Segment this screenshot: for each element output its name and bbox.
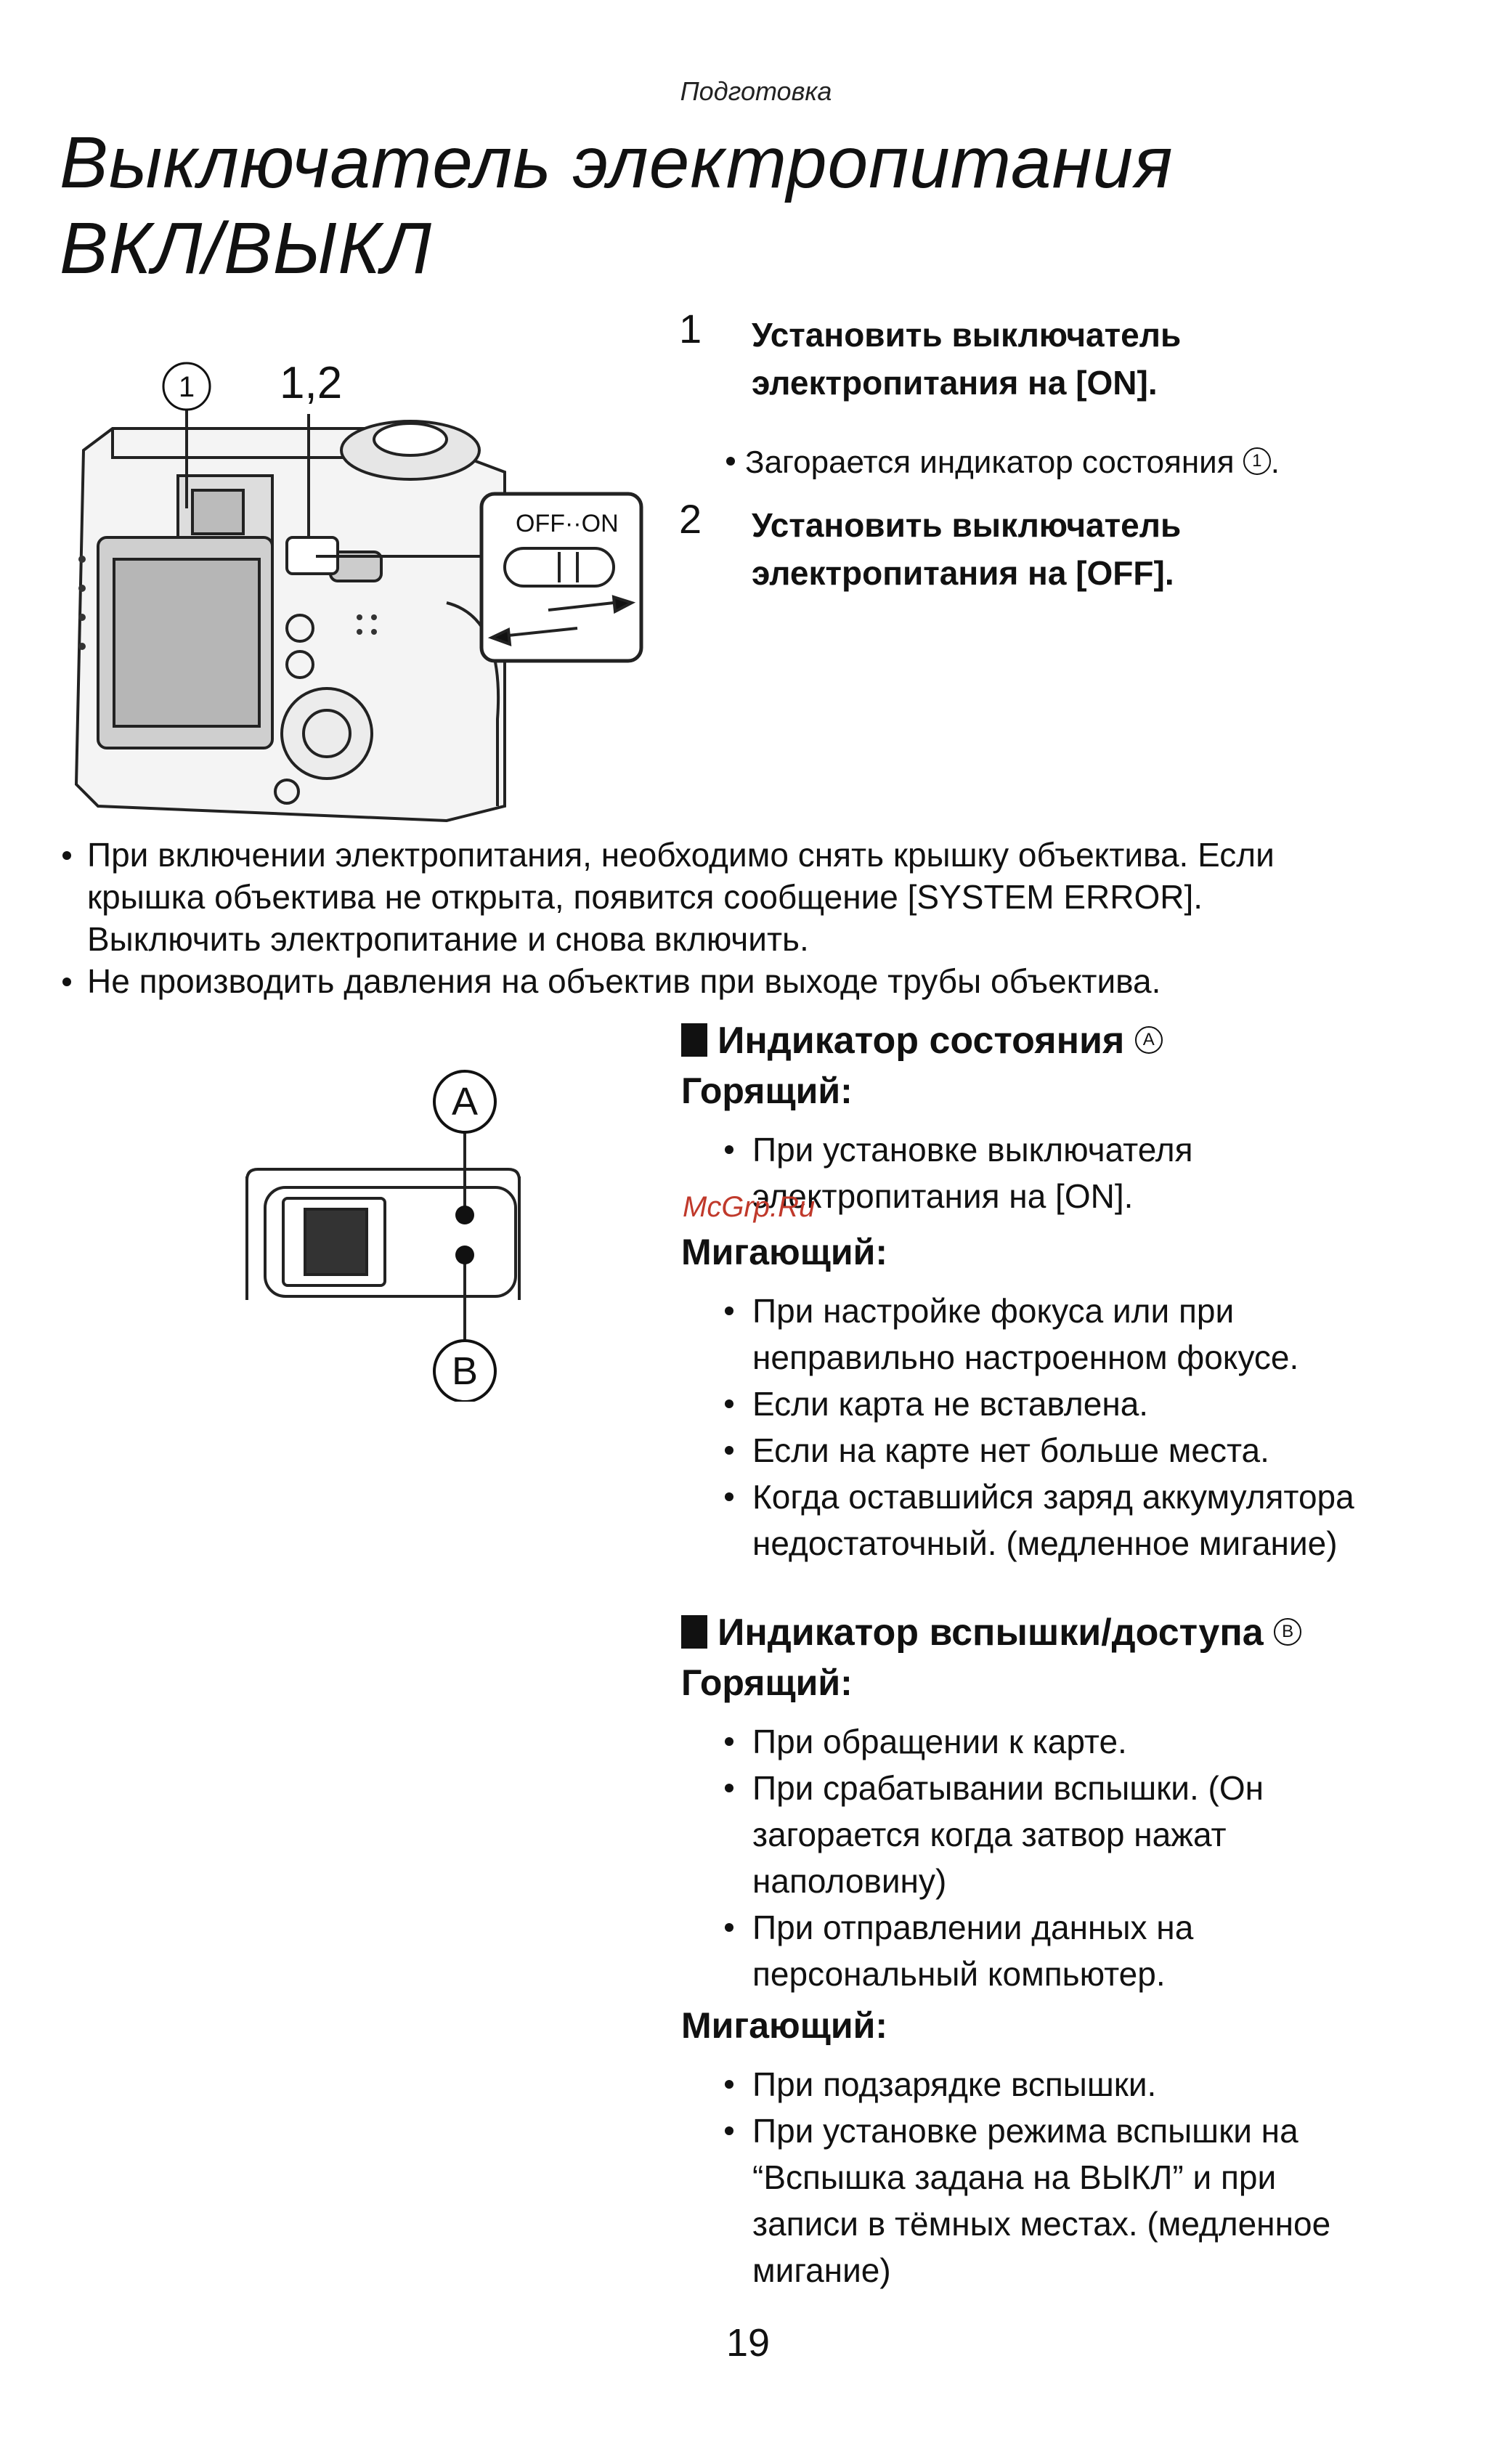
list-item: Если карта не вставлена. [725, 1381, 1480, 1427]
watermark: McGrp.Ru [683, 1191, 816, 1223]
list-item: При подзарядке вспышки. [725, 2061, 1480, 2108]
status-lit-heading: Горящий: [681, 1070, 853, 1111]
flash-lit-list: При обращении к карте. При срабатывании … [725, 1718, 1480, 1997]
note-2-line-1: Не производить давления на объектив при … [87, 962, 1161, 1000]
step-1-number: 1 [679, 306, 702, 352]
section-marker-icon [681, 1023, 707, 1057]
step-2-number: 2 [679, 496, 702, 542]
list-item: Если на карте нет больше места. [725, 1427, 1480, 1474]
camera-illustration: 1 1,2 OFF··ON [74, 358, 643, 823]
title-line-2: ВКЛ/ВЫКЛ [60, 208, 432, 289]
page-number: 19 [726, 2321, 771, 2365]
note-1-line-3: Выключить электропитание и снова включит… [87, 920, 809, 958]
marker-b-icon: B [1274, 1618, 1302, 1646]
title-line-1: Выключатель электропитания [60, 122, 1174, 203]
running-header: Подготовка [680, 76, 832, 106]
note-1: При включении электропитания, необходимо… [60, 834, 1483, 960]
step-2-line-2: электропитания на [OFF]. [752, 554, 1174, 592]
section-flash: Индикатор вспышки/доступа B Горящий: При… [681, 1611, 1480, 2293]
step-1-line-1: Установить выключатель [752, 316, 1182, 354]
step-1-note: Загорается индикатор состояния 1. [726, 439, 1452, 486]
marker-1-icon: 1 [1243, 447, 1271, 476]
step-1-note-end: . [1270, 444, 1280, 480]
note-2: Не производить давления на объектив при … [60, 960, 1483, 1002]
page-title: Выключатель электропитания ВКЛ/ВЫКЛ [60, 120, 1174, 291]
section-status-title-text: Индикатор состояния [718, 1020, 1125, 1062]
indicator-illustration: A B [245, 1070, 521, 1402]
indicator-label-a: A [452, 1080, 478, 1124]
section-status: Индикатор состояния A Горящий: При устан… [681, 1019, 1480, 1567]
note-1-line-2: крышка объектива не открыта, появится со… [87, 878, 1203, 916]
indicator-label-b: B [452, 1349, 478, 1393]
section-status-title: Индикатор состояния A [681, 1019, 1480, 1062]
switch-label: OFF··ON [516, 510, 619, 537]
section-marker-icon [681, 1615, 707, 1649]
note-1-line-1: При включении электропитания, необходимо… [87, 836, 1275, 874]
callout-12-text: 1,2 [280, 358, 342, 408]
list-item: При обращении к карте. [725, 1718, 1480, 1765]
flash-blink-list: При подзарядке вспышки. При установке ре… [725, 2061, 1480, 2293]
status-blink-heading: Мигающий: [681, 1232, 888, 1272]
step-2-line-1: Установить выключатель [752, 506, 1182, 544]
section-flash-title: Индикатор вспышки/доступа B [681, 1611, 1480, 1654]
flash-blink-heading: Мигающий: [681, 2005, 888, 2046]
callout-1-text: 1 [179, 371, 195, 403]
general-notes: При включении электропитания, необходимо… [60, 834, 1483, 1002]
step-1-line-2: электропитания на [ON]. [752, 364, 1158, 402]
flash-lit-heading: Горящий: [681, 1662, 853, 1703]
step-1-note-text: Загорается индикатор состояния [745, 444, 1235, 480]
section-flash-title-text: Индикатор вспышки/доступа [718, 1612, 1264, 1654]
list-item: При установке режима вспышки на“Вспышка … [725, 2108, 1480, 2293]
marker-a-icon: A [1134, 1026, 1163, 1055]
